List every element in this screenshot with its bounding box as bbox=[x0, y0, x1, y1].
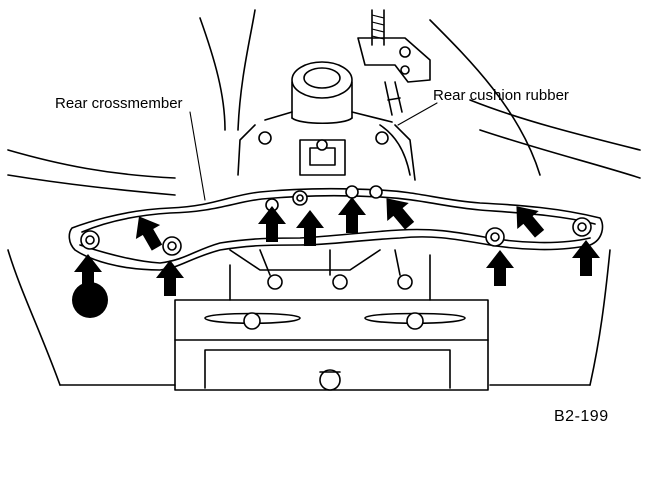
bolt-head-icon bbox=[292, 190, 308, 206]
cushion-leader-line bbox=[397, 102, 438, 126]
bold-up-arrow-icon bbox=[258, 206, 286, 242]
bolt-head-icon bbox=[572, 217, 592, 237]
bold-up-arrow-icon bbox=[338, 197, 366, 233]
bolt-head-icon bbox=[162, 236, 182, 256]
shift-linkage bbox=[357, 9, 431, 116]
leader-lines bbox=[189, 102, 438, 201]
rear-crossmember-label: Rear crossmember bbox=[55, 95, 183, 112]
bold-up-arrow-icon bbox=[486, 250, 514, 286]
bold-up-arrow-icon bbox=[572, 240, 600, 276]
bolt-head-icon bbox=[345, 185, 359, 199]
bolt-head-icon bbox=[80, 230, 100, 250]
rear-cushion-rubber-label: Rear cushion rubber bbox=[433, 87, 569, 104]
bolt-head-icon bbox=[485, 227, 505, 247]
crossmember-leader-line bbox=[189, 111, 206, 201]
transmission-lower bbox=[229, 249, 431, 301]
bold-up-arrow-icon bbox=[296, 210, 324, 246]
bold-up-arrow-icon bbox=[505, 197, 551, 243]
vehicle-body-outline bbox=[7, 9, 641, 386]
body-hole-icon bbox=[72, 282, 108, 318]
bolt-head-icon bbox=[369, 185, 383, 199]
transmission-housing bbox=[237, 61, 416, 181]
bolt-heads bbox=[80, 185, 592, 256]
transmission-jack bbox=[174, 299, 489, 391]
bold-up-arrow-icon bbox=[375, 189, 421, 235]
figure-code: B2-199 bbox=[554, 408, 609, 425]
